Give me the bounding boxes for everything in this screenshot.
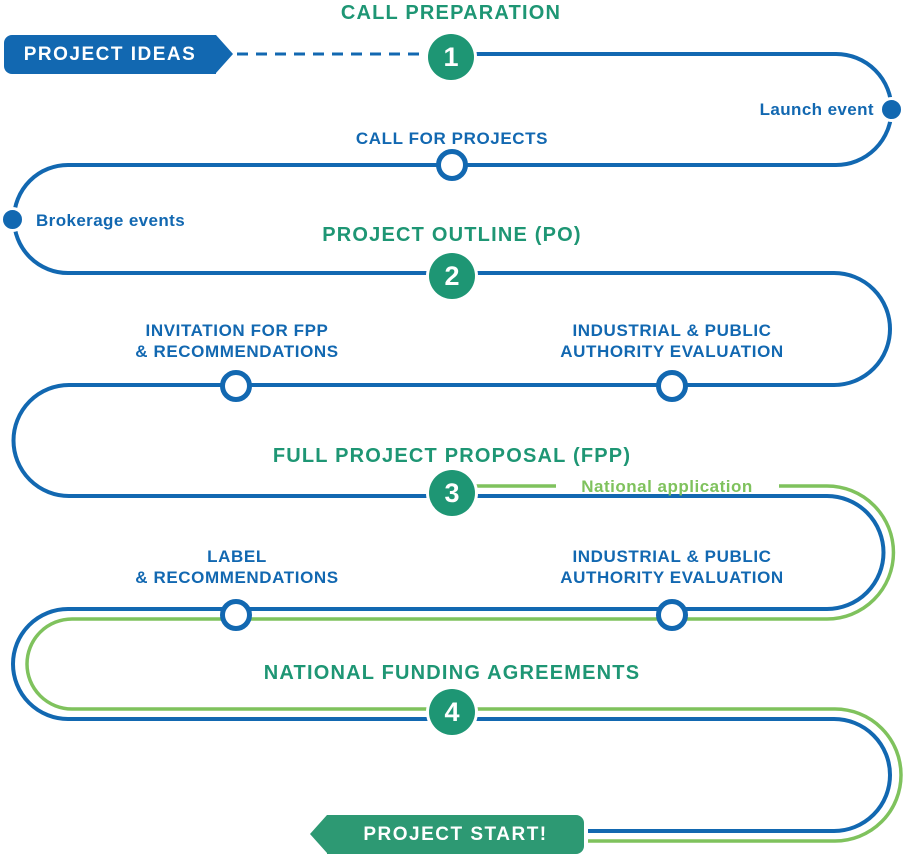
- project-start-label: PROJECT START!: [363, 823, 548, 845]
- call-for-projects-label: CALL FOR PROJECTS: [355, 129, 549, 148]
- project-ideas-label: PROJECT IDEAS: [23, 43, 197, 65]
- industrial-evaluation-1-label: INDUSTRIAL & PUBLIC AUTHORITY EVALUATION: [560, 320, 784, 362]
- project-start-banner: PROJECT START!: [310, 815, 584, 854]
- step-1-circle: 1: [428, 34, 474, 80]
- step-2-title: PROJECT OUTLINE (PO): [322, 224, 582, 246]
- step-4-title: NATIONAL FUNDING AGREEMENTS: [263, 662, 641, 684]
- brokerage-events-label: Brokerage events: [36, 211, 186, 230]
- step-3-circle: 3: [429, 470, 475, 516]
- invitation-fpp-label: INVITATION FOR FPP & RECOMMENDATIONS: [135, 320, 339, 362]
- label-recommendations-label: LABEL & RECOMMENDATIONS: [135, 546, 339, 588]
- industrial-evaluation-2-label: INDUSTRIAL & PUBLIC AUTHORITY EVALUATION: [560, 546, 784, 588]
- industrial-evaluation-1-line2: AUTHORITY EVALUATION: [560, 342, 784, 361]
- industrial-evaluation-2-line1: INDUSTRIAL & PUBLIC: [572, 547, 772, 566]
- industrial-evaluation-1-line1: INDUSTRIAL & PUBLIC: [572, 321, 772, 340]
- invitation-fpp-line1: INVITATION FOR FPP: [145, 321, 329, 340]
- invitation-fpp-line2: & RECOMMENDATIONS: [135, 342, 339, 361]
- label-recommendations-node: [220, 599, 252, 631]
- project-ideas-banner: PROJECT IDEAS: [4, 35, 233, 74]
- launch-event-label: Launch event: [759, 100, 874, 119]
- call-for-projects-node: [436, 149, 468, 181]
- launch-event-dot: [879, 97, 904, 122]
- invitation-fpp-node: [220, 370, 252, 402]
- step-3-title: FULL PROJECT PROPOSAL (FPP): [272, 445, 632, 467]
- step-2-circle: 2: [429, 253, 475, 299]
- national-application-label: National application: [581, 477, 753, 496]
- national-path-green: [25, 484, 903, 843]
- industrial-evaluation-1-node: [656, 370, 688, 402]
- industrial-evaluation-2-node: [656, 599, 688, 631]
- label-recommendations-line1: LABEL: [207, 547, 267, 566]
- label-recommendations-line2: & RECOMMENDATIONS: [135, 568, 339, 587]
- timeline-path-blue: [11, 52, 894, 833]
- step-4-circle: 4: [429, 689, 475, 735]
- step-1-title: CALL PREPARATION: [340, 2, 562, 24]
- industrial-evaluation-2-line2: AUTHORITY EVALUATION: [560, 568, 784, 587]
- brokerage-events-dot: [0, 207, 25, 232]
